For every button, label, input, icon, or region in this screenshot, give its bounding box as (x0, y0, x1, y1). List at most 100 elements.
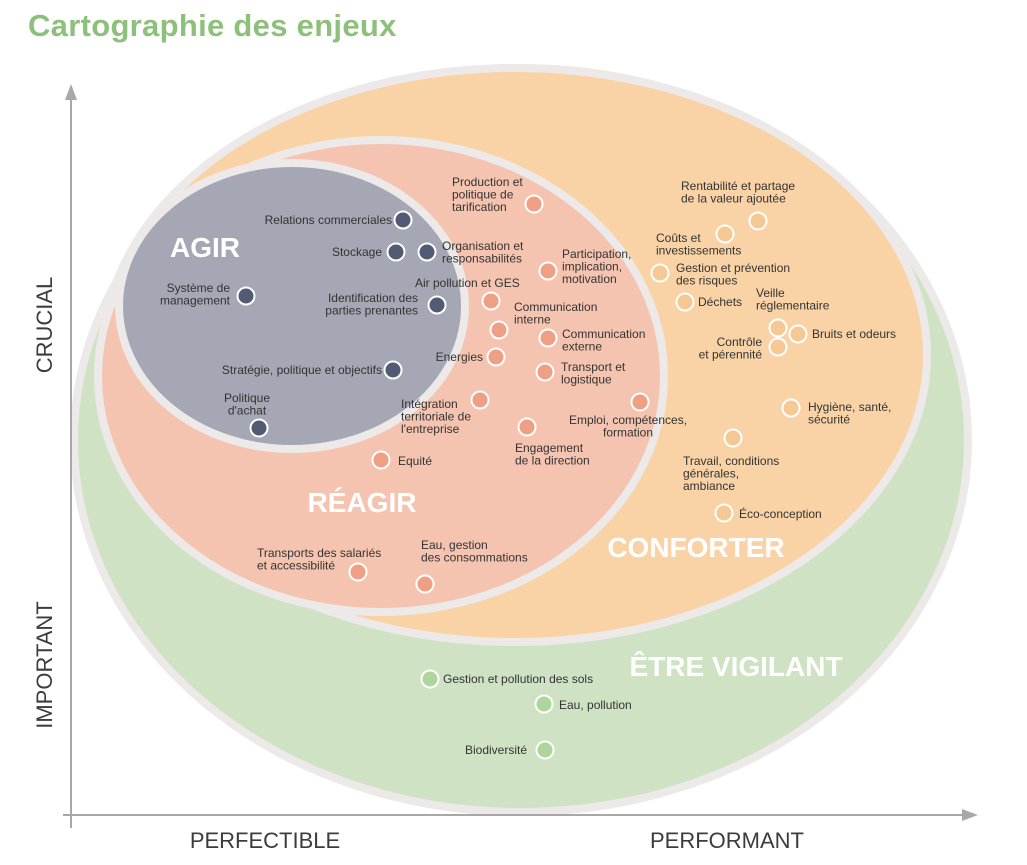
issue-label: Hygiène, santé,sécurité (808, 400, 891, 427)
issue-marker-dot (481, 291, 501, 311)
issue-label-line: Contrôle (717, 335, 763, 349)
issue-marker-dot (386, 242, 406, 262)
issue-label-line: motivation (562, 272, 617, 286)
x-axis-arrow-icon (962, 809, 978, 821)
issue-label-line: générales, (683, 467, 739, 481)
issue-label-line: Engagement (515, 441, 584, 455)
issue-label: Bruits et odeurs (812, 327, 896, 341)
issue-bruits: Bruits et odeurs (788, 324, 896, 344)
issue-label-line: interne (514, 313, 551, 327)
issue-label-line: implication, (562, 260, 622, 274)
issue-emploi: Emploi, compétences,formation (569, 392, 687, 440)
issue-marker-dot (524, 194, 544, 214)
issue-label: Stockage (332, 245, 382, 259)
zone-label-vigilant: ÊTRE VIGILANT (629, 651, 842, 682)
issue-relations-commerciales: Relations commerciales (265, 210, 413, 230)
issue-label-line: réglementaire (756, 299, 830, 313)
issue-label: Participation,implication,motivation (562, 247, 631, 286)
issue-label-line: Hygiène, santé, (808, 400, 891, 414)
issue-stockage: Stockage (332, 242, 406, 262)
issue-label-line: Gestion et prévention (676, 261, 790, 275)
issue-label: Equité (398, 454, 432, 468)
issue-label: Air pollution et GES (415, 276, 520, 290)
issue-marker-dot (788, 324, 808, 344)
issue-marker-dot (538, 328, 558, 348)
issue-label-line: responsabilités (442, 252, 522, 266)
issue-marker-dot (715, 224, 735, 244)
issue-label-line: Equité (398, 454, 432, 468)
issue-dechets: Déchets (675, 292, 742, 312)
issue-label-line: investissements (656, 244, 741, 258)
issue-label-line: Rentabilité et partage (681, 179, 795, 193)
issue-label-line: Gestion et pollution des sols (443, 672, 593, 686)
issue-strategie: Stratégie, politique et objectifs (222, 360, 403, 380)
issue-marker-dot (538, 261, 558, 281)
issue-eco-conception: Éco-conception (714, 503, 822, 523)
issue-label-line: politique de (452, 188, 514, 202)
issue-label-line: des risques (676, 274, 737, 288)
issue-hygiene: Hygiène, santé,sécurité (781, 398, 891, 427)
issue-marker-dot (486, 347, 506, 367)
issue-marker-dot (675, 292, 695, 312)
issue-label-line: Déchets (698, 295, 742, 309)
issue-marker-dot (781, 398, 801, 418)
issue-marker-dot (723, 428, 743, 448)
x-axis-label-performant: PERFORMANT (650, 828, 804, 853)
issue-label-line: Veille (756, 286, 785, 300)
issue-label: Eau, pollution (559, 698, 632, 712)
issue-participation: Participation,implication,motivation (538, 247, 631, 286)
issue-label-line: Production et (452, 175, 523, 189)
zone-label-reagir: RÉAGIR (308, 487, 417, 518)
issue-label-line: Biodiversité (465, 743, 527, 757)
issue-label-line: et pérennité (699, 348, 763, 362)
issue-label-line: et accessibilité (257, 559, 335, 573)
y-axis-label-important: IMPORTANT (32, 601, 57, 729)
issue-eau-pollution: Eau, pollution (534, 694, 632, 714)
issue-label-line: Participation, (562, 247, 631, 261)
issue-marker-dot (420, 669, 440, 689)
issue-label-line: Air pollution et GES (415, 276, 520, 290)
issue-label-line: tarification (452, 200, 507, 214)
page-title: Cartographie des enjeux (28, 8, 397, 43)
issue-label-line: de la valeur ajoutée (681, 192, 786, 206)
issue-energies: Energies (436, 347, 506, 367)
zone-label-conforter: CONFORTER (607, 532, 784, 563)
issue-air-pollution: Air pollution et GES (415, 276, 520, 311)
issue-label-line: des consommations (421, 551, 528, 565)
issue-marker-dot (534, 694, 554, 714)
zone-agir-area (115, 159, 469, 453)
issue-label-line: Relations commerciales (265, 213, 392, 227)
issue-marker-dot (714, 503, 734, 523)
issue-marker-dot (415, 574, 435, 594)
y-axis-arrow-icon (65, 84, 77, 100)
issue-marker-dot (371, 450, 391, 470)
issue-label-line: formation (603, 426, 653, 440)
issue-label-line: Coûts et (656, 231, 701, 245)
issue-label-line: l'entreprise (401, 422, 460, 436)
